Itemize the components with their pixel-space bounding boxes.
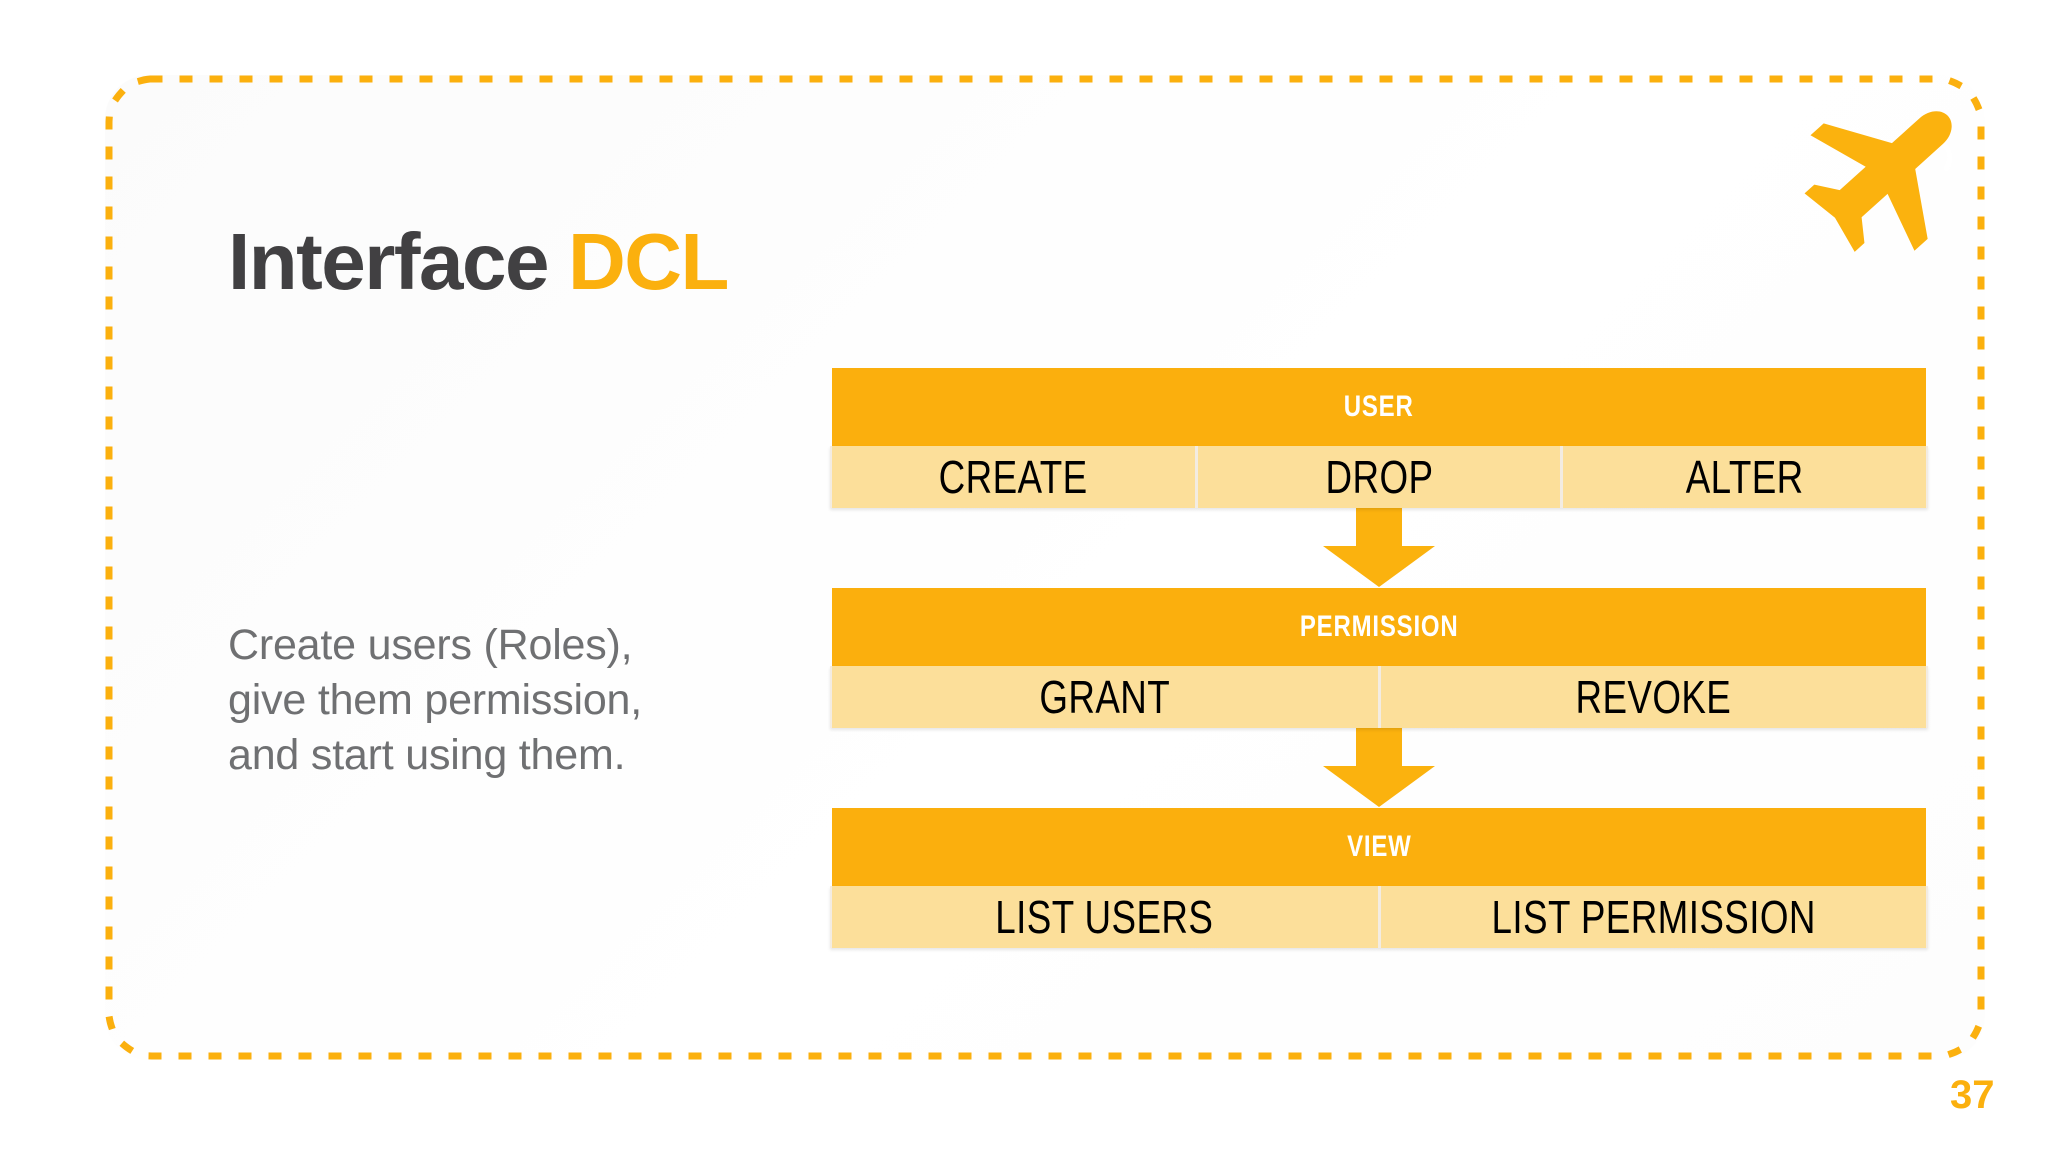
down-arrow-icon [1323,728,1435,807]
block-header-permission: PERMISSION [832,588,1926,666]
cell-label: REVOKE [1575,671,1732,723]
block-cells-user: CREATE DROP ALTER [830,446,1928,508]
cell-label: DROP [1325,451,1433,503]
page-title-accent: DCL [567,217,729,306]
connector-arrow-2 [832,728,1926,808]
block-header-user: USER [832,368,1926,446]
airplane-icon [1795,78,1980,263]
dotted-border-frame [105,75,1985,1060]
cell-revoke[interactable]: REVOKE [1380,666,1926,728]
cell-label: CREATE [938,451,1088,503]
block-header-label: VIEW [1346,830,1412,863]
cell-create[interactable]: CREATE [832,446,1195,508]
body-line-2: give them permission, [228,676,643,725]
cell-alter[interactable]: ALTER [1563,446,1927,508]
cell-label: GRANT [1039,671,1171,723]
dcl-flow-diagram: USER CREATE DROP ALTER PE [830,368,1928,948]
body-paragraph: Create users (Roles), give them permissi… [228,618,788,783]
down-arrow-icon [1323,508,1435,587]
cell-label: LIST PERMISSION [1491,891,1816,943]
page-title-main: Interface [228,217,549,306]
block-header-label: PERMISSION [1299,610,1459,643]
diagram-block-user: USER CREATE DROP ALTER [830,368,1928,508]
cell-label: LIST USERS [995,891,1214,943]
cell-label: ALTER [1685,451,1804,503]
block-cells-permission: GRANT REVOKE [830,666,1928,728]
cell-grant[interactable]: GRANT [832,666,1378,728]
cell-drop[interactable]: DROP [1197,446,1561,508]
body-line-1: Create users (Roles), [228,621,633,669]
block-header-label: USER [1344,390,1414,423]
cell-list-users[interactable]: LIST USERS [832,886,1378,948]
block-header-view: VIEW [832,808,1926,886]
diagram-block-view: VIEW LIST USERS LIST PERMISSION [830,808,1928,948]
diagram-block-permission: PERMISSION GRANT REVOKE [830,588,1928,728]
body-line-3: and start using them. [228,731,626,780]
block-cells-view: LIST USERS LIST PERMISSION [830,886,1928,948]
page-number: 37 [1950,1073,1995,1117]
connector-arrow-1 [832,508,1926,588]
cell-list-permission[interactable]: LIST PERMISSION [1380,886,1926,948]
